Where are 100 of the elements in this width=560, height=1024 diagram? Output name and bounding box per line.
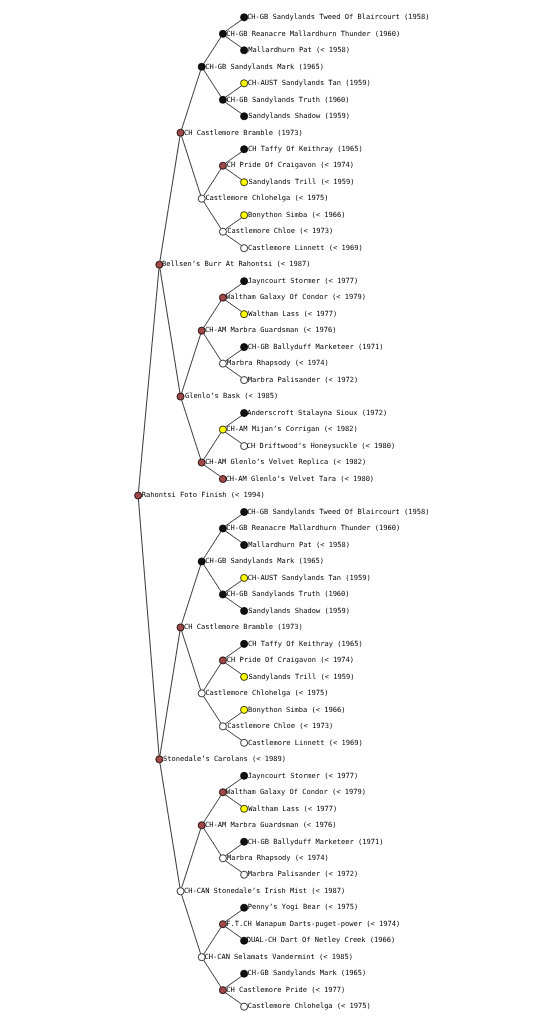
node-label: CH-GB Reanacre Mallardhurn Thunder (1960) <box>225 523 400 533</box>
node-label: CH Taffy Of Keithray (1965) <box>247 143 363 153</box>
connector <box>224 646 242 659</box>
node-circle <box>197 194 206 203</box>
connector <box>202 432 221 460</box>
node-circle <box>239 672 248 681</box>
connector <box>180 564 201 625</box>
node-circle <box>239 244 248 253</box>
node-circle <box>239 771 248 780</box>
connector <box>224 85 242 98</box>
node-circle <box>239 178 248 187</box>
node-label: DUAL-CH Dart Of Netley Creek (1966) <box>246 935 395 945</box>
connector <box>180 333 201 394</box>
node-label: CH Pride Of Craigavon (< 1974) <box>226 655 354 665</box>
node-circle <box>218 29 227 38</box>
node-label: CH-AM Glenlo’s Velvet Replica (< 1982) <box>204 457 366 467</box>
connector <box>224 909 242 922</box>
node-label: CH Castlemore Pride (< 1977) <box>225 984 345 994</box>
connector <box>224 415 242 428</box>
node-label: CH Pride Of Craigavon (< 1974) <box>226 160 354 170</box>
node-label: Castlemore Chloe (< 1973) <box>226 721 333 731</box>
connector <box>224 299 242 312</box>
node-circle <box>218 656 227 665</box>
connector <box>180 399 201 460</box>
connector <box>202 201 221 229</box>
connector <box>202 696 221 724</box>
node-circle <box>218 788 227 797</box>
connector <box>159 762 180 889</box>
node-circle <box>218 854 227 863</box>
connector <box>224 167 242 180</box>
node-circle <box>218 590 227 599</box>
connector <box>137 498 159 757</box>
node-circle <box>218 524 227 533</box>
node-circle <box>239 574 248 582</box>
connector <box>224 365 242 378</box>
node-label: CH-GB Sandylands Truth (1960) <box>226 589 350 599</box>
node-label: Waltham Lass (< 1977) <box>247 308 337 318</box>
node-label: CH-GB Ballyduff Marketeer (1971) <box>247 836 383 846</box>
node-label: CH-GB Sandylands Mark (1965) <box>247 968 366 978</box>
node-label: Glenlo’s Bask (< 1985) <box>184 391 278 401</box>
connector <box>202 36 221 65</box>
node-label: CH-GB Sandylands Mark (1965) <box>204 61 324 71</box>
node-circle <box>239 310 248 319</box>
node-label: Sandylands Trill (< 1959) <box>247 671 354 681</box>
connector <box>224 728 242 741</box>
node-label: Castlemore Linnett (< 1969) <box>247 242 363 252</box>
connector <box>180 135 201 196</box>
node-label: Bonython Simba (< 1966) <box>247 209 346 219</box>
node-label: CH-GB Sandylands Truth (1960) <box>226 94 350 104</box>
node-circle <box>176 887 184 896</box>
node-circle <box>239 541 248 549</box>
node-label: CH-GB Sandylands Tweed Of Blaircourt (1958) <box>246 506 430 516</box>
node-label: CH Castlemore Bramble (1973) <box>183 622 303 632</box>
connector <box>224 349 242 362</box>
node-label: Jayncourt Stormer (< 1977) <box>247 770 358 780</box>
node-label: Castlemore Chlohelga (< 1975) <box>204 688 328 698</box>
node-label: Penny’s Yogi Bear (< 1975) <box>247 902 358 912</box>
connector <box>224 19 242 32</box>
node-label: CH Taffy Of Keithray (1965) <box>247 638 363 648</box>
node-circle <box>218 425 227 434</box>
connector <box>224 778 242 791</box>
connector <box>224 975 242 988</box>
node-label: Waltham Galaxy Of Condor (< 1979) <box>225 787 366 797</box>
node-circle <box>197 821 206 830</box>
node-circle <box>239 343 248 352</box>
connector <box>224 712 242 725</box>
node-circle <box>154 260 163 269</box>
connector <box>224 530 242 543</box>
node-circle <box>218 227 227 236</box>
node-circle <box>239 804 248 813</box>
node-label: CH-GB Reanacre Mallardhurn Thunder (1960) <box>225 28 400 38</box>
connector <box>159 267 180 394</box>
connector <box>203 464 221 477</box>
node-circle <box>197 458 206 467</box>
node-circle <box>239 1002 248 1011</box>
node-circle <box>239 442 248 450</box>
node-label: Bonython Simba (< 1966) <box>247 704 346 714</box>
connector <box>202 926 221 955</box>
node-label: CH-AM Marbra Guardsman (< 1976) <box>204 820 337 830</box>
node-label: CH-AM Glenlo’s Velvet Tara (< 1980) <box>225 473 374 483</box>
connector <box>202 531 221 559</box>
node-label: CH-GB Sandylands Tweed Of Blaircourt (1958) <box>246 12 430 22</box>
connector <box>224 431 242 444</box>
node-label: CH Driftwood’s Honeysuckle (< 1980) <box>246 440 395 450</box>
node-circle <box>239 870 248 879</box>
node-circle <box>239 376 248 385</box>
connector <box>224 580 242 593</box>
node-label: Sandylands Trill (< 1959) <box>247 176 354 186</box>
node-circle <box>239 969 248 978</box>
connector <box>202 794 221 823</box>
connector <box>159 630 180 757</box>
node-label: Marbra Palisander (< 1972) <box>247 374 358 384</box>
node-circle <box>218 986 227 995</box>
node-label: Castlemore Linnett (< 1969) <box>247 737 363 747</box>
node-circle <box>176 623 184 632</box>
node-label: Rahontsi Foto Finish (< 1994) <box>141 490 265 500</box>
node-label: CH-AUST Sandylands Tan (1959) <box>247 78 371 88</box>
connector <box>224 36 242 49</box>
node-label: Stonedale’s Carolans (< 1989) <box>162 754 286 764</box>
connector <box>202 827 221 856</box>
